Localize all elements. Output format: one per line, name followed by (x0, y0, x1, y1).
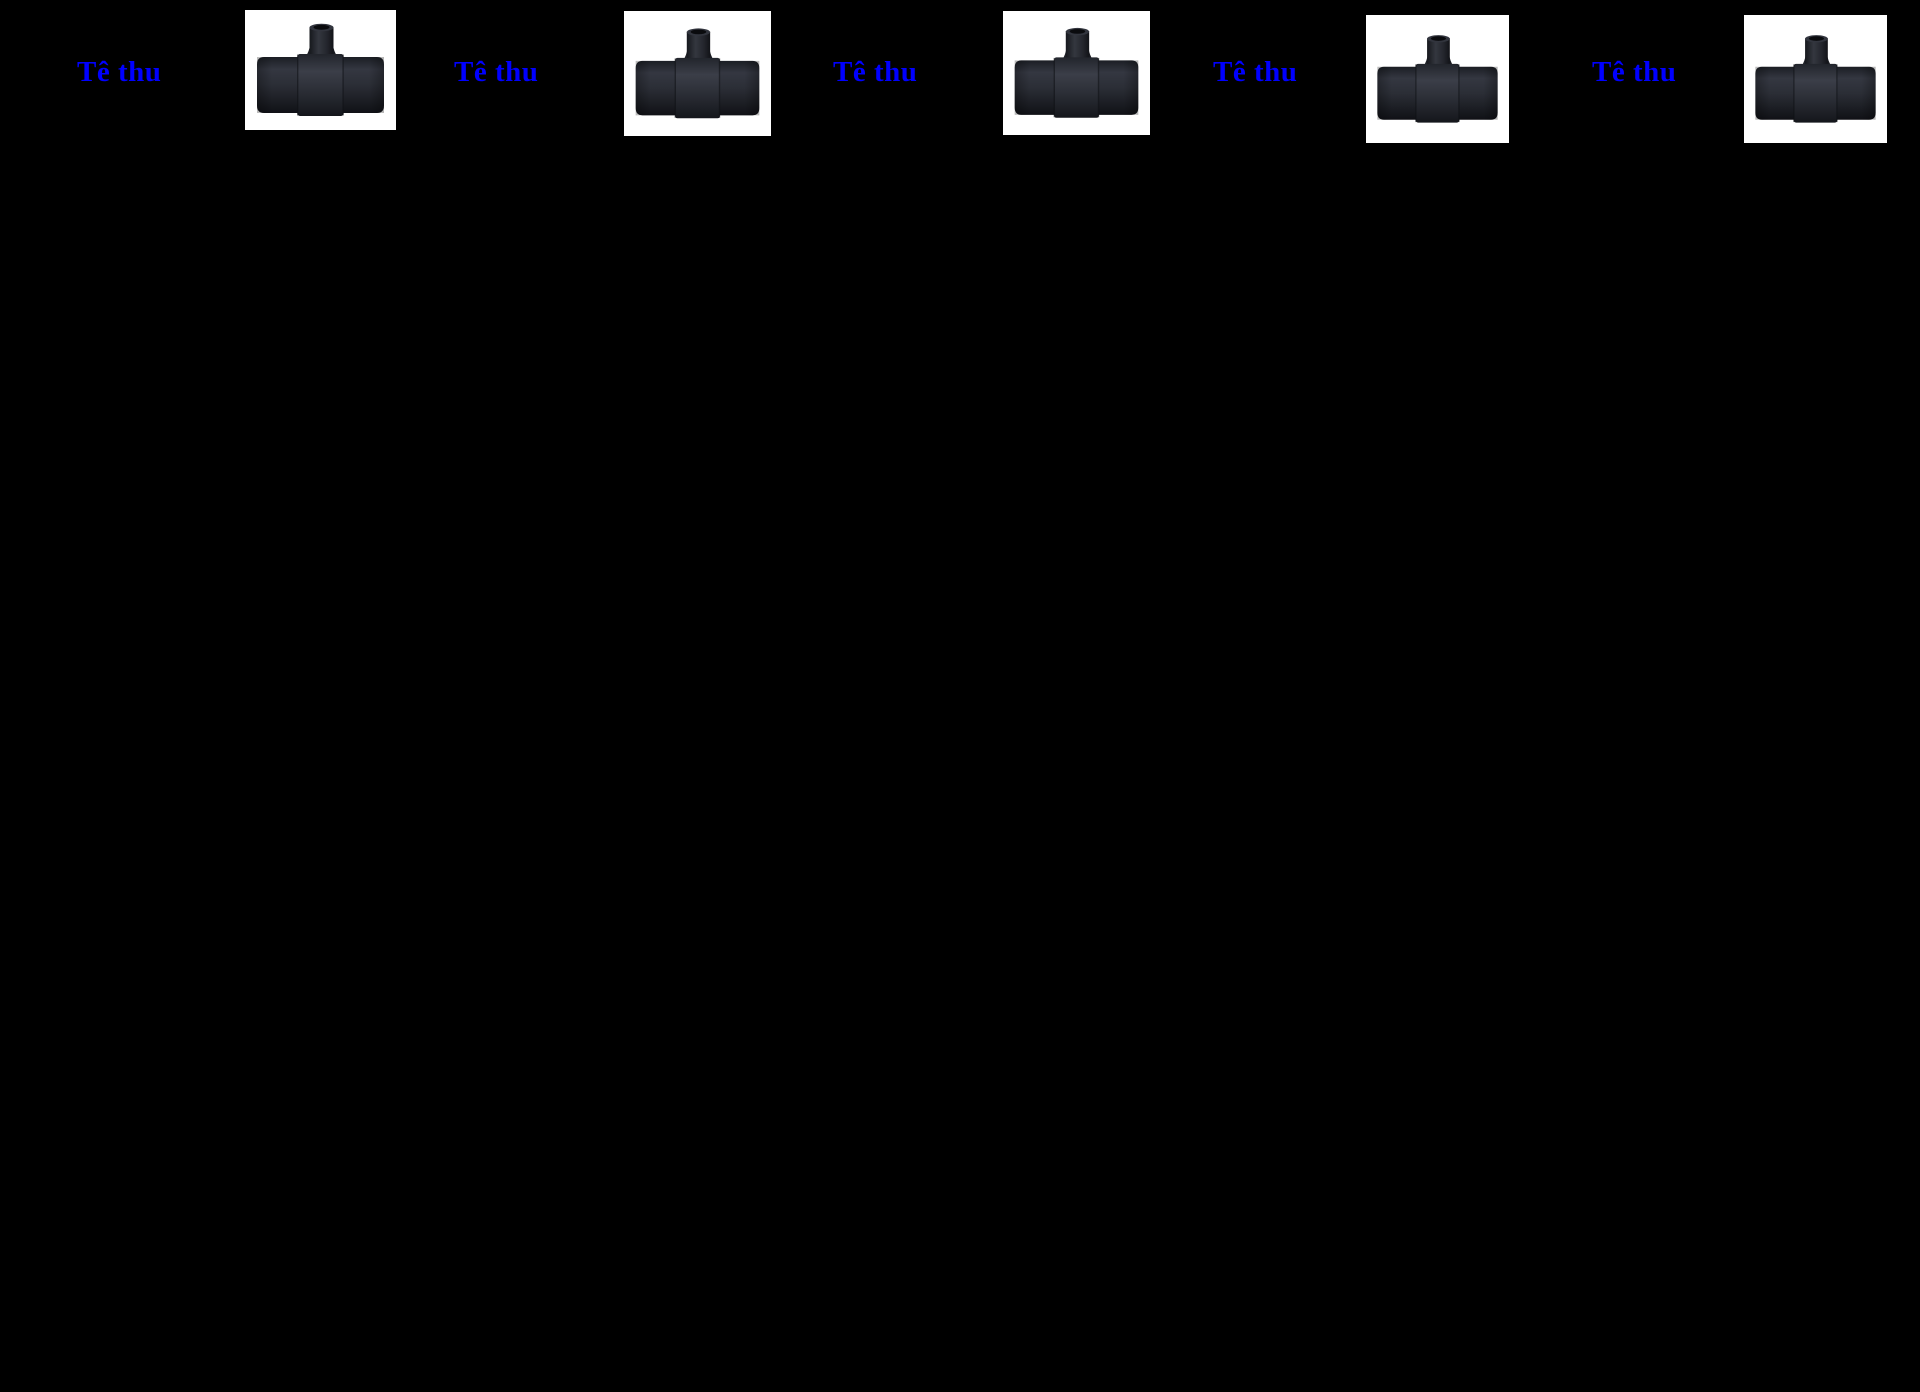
product-thumbnail-3[interactable] (1003, 11, 1150, 135)
product-link-te-thu-1[interactable]: Tê thu (77, 56, 162, 88)
reducing-tee-image (1014, 27, 1139, 118)
product-link-te-thu-5[interactable]: Tê thu (1592, 56, 1677, 88)
product-link-te-thu-3[interactable]: Tê thu (833, 56, 918, 88)
product-link-te-thu-4[interactable]: Tê thu (1213, 56, 1298, 88)
reducing-tee-image (257, 23, 384, 116)
product-thumbnail-4[interactable] (1366, 15, 1509, 143)
reducing-tee-image (635, 28, 760, 119)
product-thumbnail-2[interactable] (624, 11, 771, 136)
reducing-tee-image (1377, 35, 1498, 123)
product-thumbnail-1[interactable] (245, 10, 396, 130)
reducing-tee-image (1755, 35, 1876, 123)
product-thumbnail-5[interactable] (1744, 15, 1887, 143)
product-link-te-thu-2[interactable]: Tê thu (454, 56, 539, 88)
